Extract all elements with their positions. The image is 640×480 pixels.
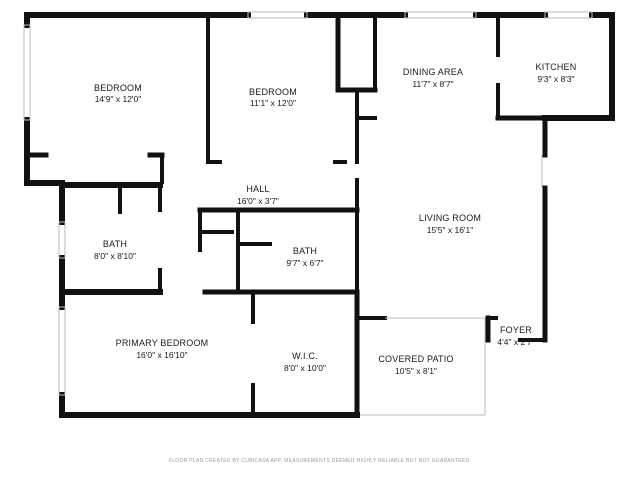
room-name-living-room: LIVING ROOM [419,213,481,223]
room-name-hall: HALL [246,184,269,194]
room-name-bath-2: BATH [293,246,317,256]
window [404,11,477,19]
window [58,306,66,396]
window [544,11,593,19]
window [247,11,308,19]
room-name-kitchen: KITCHEN [536,62,577,72]
window [23,24,31,121]
footer-disclaimer: FLOOR PLAN CREATED BY CUBICASA APP. MEAS… [168,458,472,464]
room-name-bath-1: BATH [103,239,127,249]
room-dims-primary-bedroom: 16'0" x 16'10" [136,350,187,360]
windows [23,11,593,416]
room-dims-wic: 8'0" x 10'0" [284,363,326,373]
room-name-covered-patio: COVERED PATIO [378,354,453,364]
room-dims-living-room: 15'5" x 16'1" [427,225,474,235]
room-dims-bath-2: 9'7" x 6'7" [286,258,323,268]
walls [24,12,615,418]
room-dims-bedroom-1: 14'9" x 12'0" [95,94,142,104]
room-dims-kitchen: 9'3" x 8'3" [537,74,574,84]
room-name-bedroom-2: BEDROOM [249,87,297,97]
room-name-primary-bedroom: PRIMARY BEDROOM [116,338,209,348]
room-dims-bedroom-2: 11'1" x 12'0" [250,98,296,108]
room-name-dining-area: DINING AREA [403,67,463,77]
room-dims-covered-patio: 10'5" x 8'1" [395,366,437,376]
room-name-wic: W.I.C. [292,351,318,361]
room-name-foyer: FOYER [500,325,532,335]
room-name-bedroom-1: BEDROOM [94,83,142,93]
room-dims-dining-area: 11'7" x 8'7" [412,79,453,89]
room-dims-bath-1: 8'0" x 8'10" [94,251,136,261]
room-dims-foyer: 4'4" x 2'7" [497,337,534,347]
room-labels: BEDROOM 14'9" x 12'0" BEDROOM 11'1" x 12… [94,62,576,376]
room-dims-hall: 16'0" x 3'7" [237,196,279,206]
window [58,221,66,259]
